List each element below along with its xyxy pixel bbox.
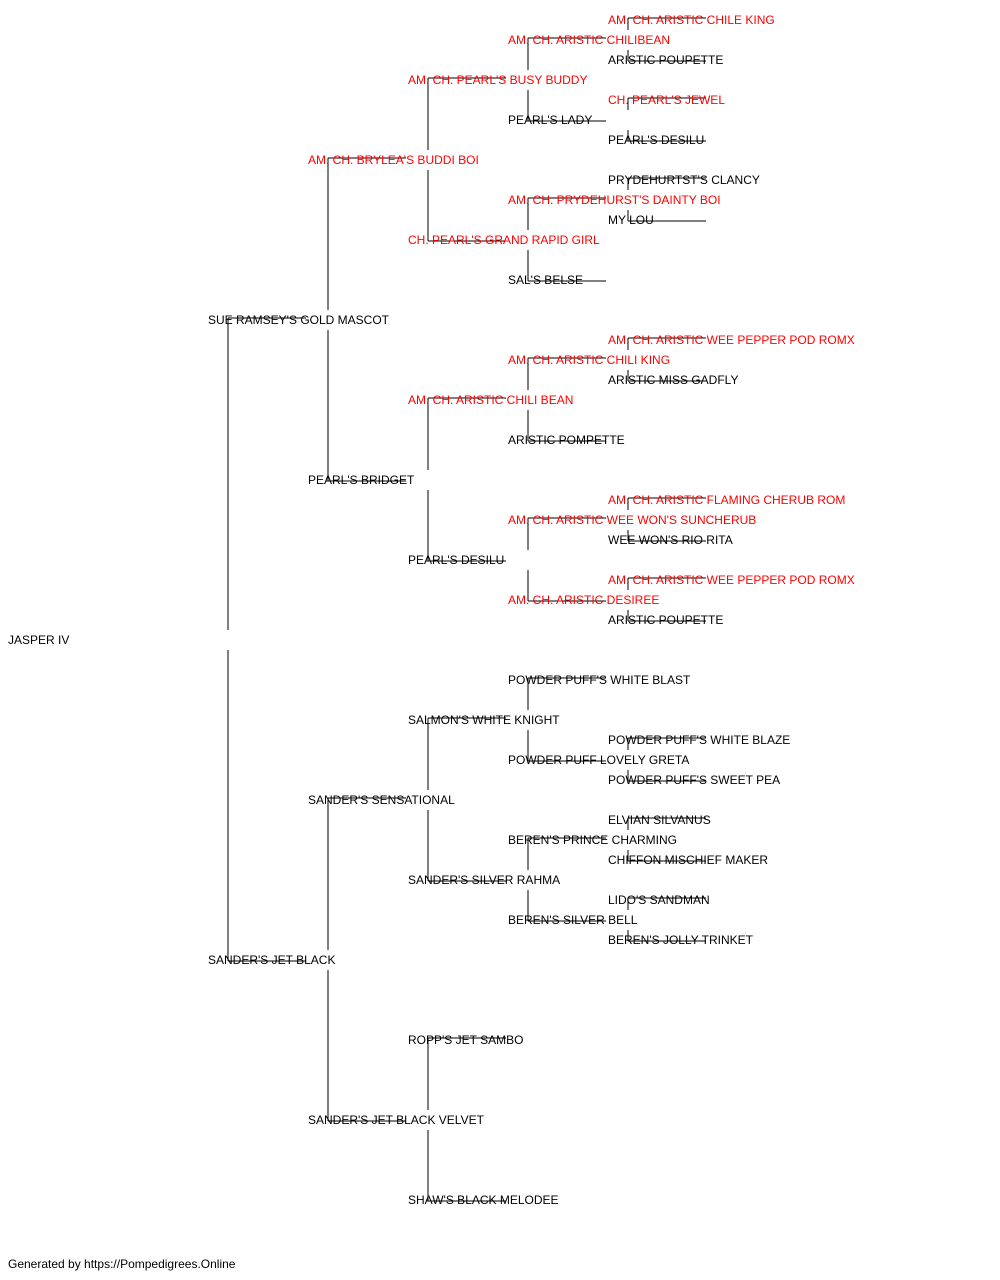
pedigree-name: BEREN'S JOLLY TRINKET bbox=[608, 933, 754, 947]
pedigree-name: PEARL'S BRIDGET bbox=[308, 473, 415, 487]
pedigree-name: ARISTIC POUPETTE bbox=[608, 613, 723, 627]
pedigree-name: ARISTIC MISS GADFLY bbox=[608, 373, 738, 387]
pedigree-name: AM. CH. ARISTIC CHILI BEAN bbox=[408, 393, 573, 407]
pedigree-name: CH. PEARL'S JEWEL bbox=[608, 93, 725, 107]
pedigree-name: SALMON'S WHITE KNIGHT bbox=[408, 713, 560, 727]
pedigree-name: BEREN'S SILVER BELL bbox=[508, 913, 638, 927]
pedigree-name: AM. CH. BRYLEA'S BUDDI BOI bbox=[308, 153, 479, 167]
pedigree-name: LIDO'S SANDMAN bbox=[608, 893, 710, 907]
pedigree-name: ROPP'S JET SAMBO bbox=[408, 1033, 523, 1047]
pedigree-name: AM. CH. ARISTIC CHILI KING bbox=[508, 353, 670, 367]
pedigree-name: CHIFFON MISCHIEF MAKER bbox=[608, 853, 768, 867]
pedigree-name: PEARL'S DESILU bbox=[408, 553, 504, 567]
pedigree-name: POWDER PUFF LOVELY GRETA bbox=[508, 753, 689, 767]
pedigree-name: AM. CH. ARISTIC WEE PEPPER POD ROMX bbox=[608, 333, 855, 347]
pedigree-name: POWDER PUFF'S WHITE BLAZE bbox=[608, 733, 790, 747]
pedigree-name: SANDER'S JET BLACK bbox=[208, 953, 335, 967]
pedigree-name: CH. PEARL'S GRAND RAPID GIRL bbox=[408, 233, 600, 247]
pedigree-name: AM. CH. PEARL'S BUSY BUDDY bbox=[408, 73, 587, 87]
pedigree-name: SUE RAMSEY'S GOLD MASCOT bbox=[208, 313, 390, 327]
pedigree-name: AM. CH. ARISTIC CHILE KING bbox=[608, 13, 775, 27]
pedigree-name: ARISTIC POMPETTE bbox=[508, 433, 625, 447]
pedigree-name: PEARL'S DESILU bbox=[608, 133, 704, 147]
pedigree-name: MY LOU bbox=[608, 213, 654, 227]
pedigree-name: AM. CH. ARISTIC WEE PEPPER POD ROMX bbox=[608, 573, 855, 587]
pedigree-name: WEE WON'S RIO RITA bbox=[608, 533, 733, 547]
pedigree-name: POWDER PUFF'S SWEET PEA bbox=[608, 773, 780, 787]
pedigree-name: SANDER'S SILVER RAHMA bbox=[408, 873, 560, 887]
pedigree-name: BEREN'S PRINCE CHARMING bbox=[508, 833, 677, 847]
pedigree-name: ARISTIC POUPETTE bbox=[608, 53, 723, 67]
pedigree-name: PEARL'S LADY bbox=[508, 113, 592, 127]
pedigree-name: AM. CH. PRYDEHURST'S DAINTY BOI bbox=[508, 193, 721, 207]
pedigree-name: SAL'S BELSE bbox=[508, 273, 583, 287]
pedigree-name: POWDER PUFF'S WHITE BLAST bbox=[508, 673, 691, 687]
pedigree-name: AM. CH. ARISTIC WEE WON'S SUNCHERUB bbox=[508, 513, 756, 527]
pedigree-name: AM. CH. ARISTIC FLAMING CHERUB ROM bbox=[608, 493, 845, 507]
pedigree-name: SANDER'S SENSATIONAL bbox=[308, 793, 455, 807]
pedigree-name: AM. CH. ARISTIC DESIREE bbox=[508, 593, 659, 607]
footer-credit: Generated by https://Pompedigrees.Online bbox=[8, 1257, 236, 1271]
pedigree-name: SANDER'S JET BLACK VELVET bbox=[308, 1113, 485, 1127]
pedigree-name: PRYDEHURTST'S CLANCY bbox=[608, 173, 760, 187]
pedigree-name: ELVIAN SILVANUS bbox=[608, 813, 711, 827]
pedigree-name: AM. CH. ARISTIC CHILIBEAN bbox=[508, 33, 670, 47]
pedigree-name: SHAW'S BLACK MELODEE bbox=[408, 1193, 559, 1207]
pedigree-name: JASPER IV bbox=[8, 633, 69, 647]
